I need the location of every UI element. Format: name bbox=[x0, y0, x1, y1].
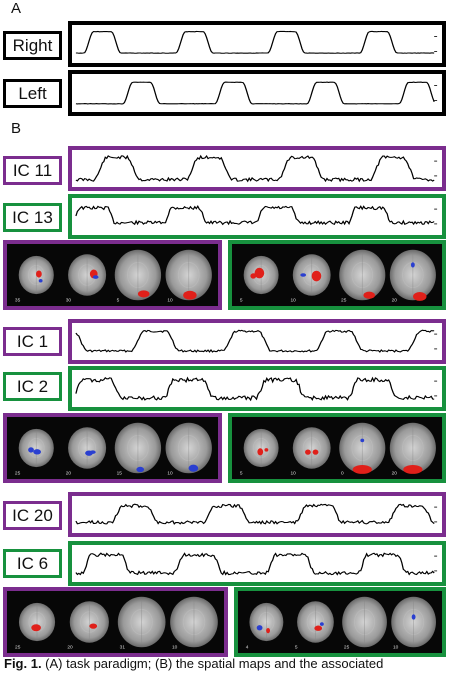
slice-number: 10 bbox=[290, 298, 296, 303]
trace-line bbox=[75, 376, 435, 402]
slice-number: 5 bbox=[240, 471, 243, 476]
brain-maps-ic20: 25 20 31 10 bbox=[3, 587, 228, 657]
activation-blob bbox=[360, 438, 365, 443]
trace-line bbox=[75, 503, 435, 525]
trace-ic13 bbox=[68, 194, 446, 239]
activation-blob bbox=[36, 270, 42, 278]
trace-line bbox=[75, 552, 435, 576]
activation-blob bbox=[92, 275, 99, 279]
trace-right bbox=[68, 21, 446, 67]
activation-blob bbox=[413, 292, 427, 301]
slice-number: 25 bbox=[344, 645, 350, 650]
slice-number: 31 bbox=[120, 645, 126, 650]
slice-number: 20 bbox=[67, 645, 73, 650]
slice-number: 5 bbox=[240, 298, 243, 303]
slice-number: 10 bbox=[172, 645, 178, 650]
label-ic13: IC 13 bbox=[3, 203, 62, 232]
activation-blob bbox=[403, 465, 423, 474]
label-left: Left bbox=[3, 79, 62, 108]
slice-number: 20 bbox=[66, 471, 72, 476]
slice-number: 10 bbox=[167, 471, 173, 476]
panel-label-b: B bbox=[11, 120, 22, 137]
activation-blob bbox=[312, 449, 319, 455]
label-right: Right bbox=[3, 31, 62, 60]
slice-number: 10 bbox=[167, 298, 173, 303]
slice-number: 15 bbox=[117, 471, 123, 476]
trace-ic2 bbox=[68, 366, 446, 411]
activation-blob bbox=[411, 614, 416, 620]
activation-blob bbox=[257, 448, 264, 456]
trace-ic1 bbox=[68, 319, 446, 364]
label-ic2: IC 2 bbox=[3, 372, 62, 401]
brain-maps-ic11: 35 30 5 10 bbox=[3, 240, 222, 310]
activation-blob bbox=[300, 273, 307, 277]
activation-blob bbox=[38, 278, 43, 283]
activation-blob bbox=[410, 262, 415, 268]
activation-blob bbox=[136, 466, 145, 473]
activation-blob bbox=[89, 450, 96, 454]
trace-ic6 bbox=[68, 541, 446, 586]
brain-maps-ic1: 25 20 15 10 bbox=[3, 413, 222, 483]
brain-maps-ic6: 4 5 25 10 bbox=[234, 587, 446, 657]
label-ic11: IC 11 bbox=[3, 156, 62, 185]
activation-blob bbox=[363, 291, 375, 299]
activation-blob bbox=[319, 622, 324, 626]
activation-blob bbox=[250, 273, 257, 279]
activation-blob bbox=[254, 267, 265, 279]
label-ic20: IC 20 bbox=[3, 501, 62, 530]
brain-maps-ic2: 5 10 0 20 bbox=[228, 413, 446, 483]
trace-line bbox=[75, 329, 435, 353]
slice-number: 0 bbox=[341, 471, 344, 476]
activation-blob bbox=[183, 290, 197, 300]
caption-text: (A) task paradigm; (B) the spatial maps … bbox=[41, 656, 384, 671]
slice-number: 10 bbox=[393, 645, 399, 650]
figure-caption: Fig. 1. (A) task paradigm; (B) the spati… bbox=[4, 656, 383, 671]
slice-number: 10 bbox=[290, 471, 296, 476]
slice-number: 20 bbox=[392, 298, 398, 303]
slice-number: 25 bbox=[15, 471, 21, 476]
label-ic1: IC 1 bbox=[3, 327, 62, 356]
activation-blob bbox=[314, 625, 323, 631]
slice-number: 20 bbox=[392, 471, 398, 476]
activation-blob bbox=[31, 624, 41, 632]
trace-line bbox=[75, 30, 435, 54]
trace-ic11 bbox=[68, 146, 446, 191]
activation-blob bbox=[352, 465, 372, 474]
label-ic6: IC 6 bbox=[3, 549, 62, 578]
activation-blob bbox=[33, 449, 41, 455]
activation-blob bbox=[256, 625, 263, 631]
activation-blob bbox=[28, 447, 34, 453]
activation-blob bbox=[266, 627, 271, 634]
activation-blob bbox=[305, 449, 311, 455]
trace-ic20 bbox=[68, 492, 446, 537]
slice-number: 25 bbox=[15, 645, 21, 650]
activation-blob bbox=[311, 270, 322, 282]
activation-blob bbox=[89, 623, 98, 629]
slice-number: 4 bbox=[246, 645, 249, 650]
slice-number: 30 bbox=[66, 298, 72, 303]
caption-fig-label: Fig. 1. bbox=[4, 656, 42, 671]
trace-line bbox=[75, 204, 435, 226]
slice-number: 25 bbox=[341, 298, 347, 303]
brain-maps-ic13: 5 10 25 20 bbox=[228, 240, 446, 310]
activation-blob bbox=[188, 464, 199, 472]
trace-left bbox=[68, 70, 446, 116]
activation-blob bbox=[137, 290, 150, 298]
trace-line bbox=[75, 154, 435, 183]
activation-blob bbox=[264, 448, 269, 452]
panel-label-a: A bbox=[11, 0, 22, 17]
slice-number: 5 bbox=[117, 298, 120, 303]
trace-line bbox=[75, 81, 435, 105]
slice-number: 35 bbox=[15, 298, 21, 303]
slice-number: 5 bbox=[295, 645, 298, 650]
